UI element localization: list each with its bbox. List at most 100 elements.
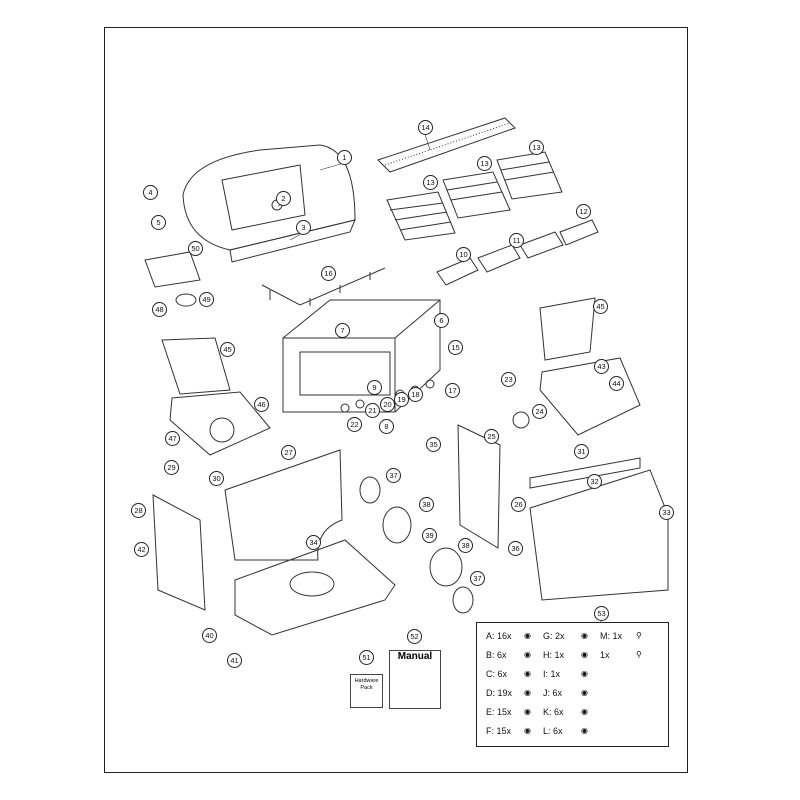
callout-49: 49 xyxy=(199,292,214,307)
callout-13: 13 xyxy=(423,175,438,190)
hardware-part-icon: ◉ xyxy=(524,688,531,697)
hardware-part-icon: ◉ xyxy=(524,631,531,640)
callout-48: 48 xyxy=(152,302,167,317)
cup-part xyxy=(512,411,530,429)
hardware-item: L: 6x xyxy=(543,726,563,736)
manual-box: Manual xyxy=(389,650,441,709)
hardware-pack-box: Hardware Pack xyxy=(350,674,383,708)
left-side-panel-part xyxy=(152,494,206,611)
warming-rack-part xyxy=(377,117,516,173)
callout-26: 26 xyxy=(511,497,526,512)
callout-36: 36 xyxy=(508,541,523,556)
cabinet-panel-part xyxy=(529,469,669,601)
hardware-item: H: 1x xyxy=(543,650,565,660)
callout-4: 4 xyxy=(143,185,158,200)
callout-24: 24 xyxy=(532,404,547,419)
firebox-part xyxy=(282,299,441,413)
callout-53: 53 xyxy=(594,606,609,621)
hardware-part-icon: ◉ xyxy=(581,726,588,735)
callout-32: 32 xyxy=(587,474,602,489)
side-burner-part xyxy=(161,337,271,456)
hardware-table: A: 16x ◉ B: 6x ◉ C: 6x ◉ D: 19x ◉ E: 15x ◉ F: 15x ◉… xyxy=(476,622,669,747)
hardware-part-icon: ◉ xyxy=(581,631,588,640)
callout-18: 18 xyxy=(408,387,423,402)
callout-42: 42 xyxy=(134,542,149,557)
callout-14: 14 xyxy=(418,120,433,135)
callout-39: 39 xyxy=(422,528,437,543)
callout-37: 37 xyxy=(386,468,401,483)
callout-44: 44 xyxy=(609,376,624,391)
callout-47: 47 xyxy=(165,431,180,446)
callout-38: 38 xyxy=(419,497,434,512)
callout-16: 16 xyxy=(321,266,336,281)
hardware-part-icon: ◉ xyxy=(581,707,588,716)
hardware-part-icon: ◉ xyxy=(524,707,531,716)
callout-23: 23 xyxy=(501,372,516,387)
callout-6: 6 xyxy=(434,313,449,328)
hardware-part-icon: ◉ xyxy=(581,688,588,697)
callout-43: 43 xyxy=(594,359,609,374)
callout-33: 33 xyxy=(659,505,674,520)
manual-label: Manual xyxy=(397,651,433,662)
callout-51: 51 xyxy=(359,650,374,665)
hardware-part-icon: ◉ xyxy=(581,650,588,659)
hardware-item: A: 16x xyxy=(486,631,512,641)
callout-41: 41 xyxy=(227,653,242,668)
callout-46: 46 xyxy=(254,397,269,412)
callout-25: 25 xyxy=(484,429,499,444)
callout-3: 3 xyxy=(296,220,311,235)
bottom-shelf-part xyxy=(234,539,396,636)
callout-20: 20 xyxy=(380,397,395,412)
callout-34: 34 xyxy=(306,535,321,550)
hardware-item: E: 15x xyxy=(486,707,512,717)
hardware-pack-label: Hardware Pack xyxy=(354,678,379,691)
callout-28: 28 xyxy=(131,503,146,518)
hardware-item: J: 6x xyxy=(543,688,563,698)
hub-cap-part xyxy=(452,586,474,614)
hardware-part-icon: ⚲ xyxy=(636,631,642,640)
callout-31: 31 xyxy=(574,444,589,459)
callout-13: 13 xyxy=(477,156,492,171)
callout-37: 37 xyxy=(470,571,485,586)
hardware-item: K: 6x xyxy=(543,707,564,717)
wheel-part xyxy=(382,506,412,544)
callout-8: 8 xyxy=(379,419,394,434)
hardware-item: C: 6x xyxy=(486,669,508,679)
bottom-shelf-hole xyxy=(289,571,335,597)
side-shelf-part xyxy=(539,297,641,436)
valve-manifold-part xyxy=(261,267,386,306)
hardware-item: B: 6x xyxy=(486,650,507,660)
lid-part xyxy=(182,144,356,263)
hardware-item: 1x xyxy=(600,650,610,660)
callout-13: 13 xyxy=(529,140,544,155)
hardware-part-icon: ◉ xyxy=(524,726,531,735)
hardware-item: F: 15x xyxy=(486,726,512,736)
callout-12: 12 xyxy=(576,204,591,219)
callout-52: 52 xyxy=(407,629,422,644)
hardware-part-icon: ◉ xyxy=(524,650,531,659)
flame-tamer-part xyxy=(436,219,599,286)
callout-40: 40 xyxy=(202,628,217,643)
callout-45: 45 xyxy=(593,299,608,314)
callout-10: 10 xyxy=(456,247,471,262)
callout-17: 17 xyxy=(445,383,460,398)
callout-2: 2 xyxy=(276,191,291,206)
callout-50: 50 xyxy=(188,241,203,256)
cooking-grate-part xyxy=(386,151,563,241)
callout-5: 5 xyxy=(151,215,166,230)
hardware-item: M: 1x xyxy=(600,631,623,641)
back-panel-part xyxy=(224,449,343,561)
hardware-part-icon: ◉ xyxy=(524,669,531,678)
callout-27: 27 xyxy=(281,445,296,460)
igniter-part xyxy=(175,293,197,307)
callout-19: 19 xyxy=(394,392,409,407)
callout-29: 29 xyxy=(164,460,179,475)
hardware-part-icon: ⚲ xyxy=(636,650,642,659)
callout-1: 1 xyxy=(337,150,352,165)
callout-38: 38 xyxy=(458,538,473,553)
hub-cap-part xyxy=(359,476,381,504)
callout-35: 35 xyxy=(426,437,441,452)
hardware-item: D: 19x xyxy=(486,688,513,698)
leader-lines xyxy=(277,133,602,622)
hardware-item: I: 1x xyxy=(543,669,561,679)
